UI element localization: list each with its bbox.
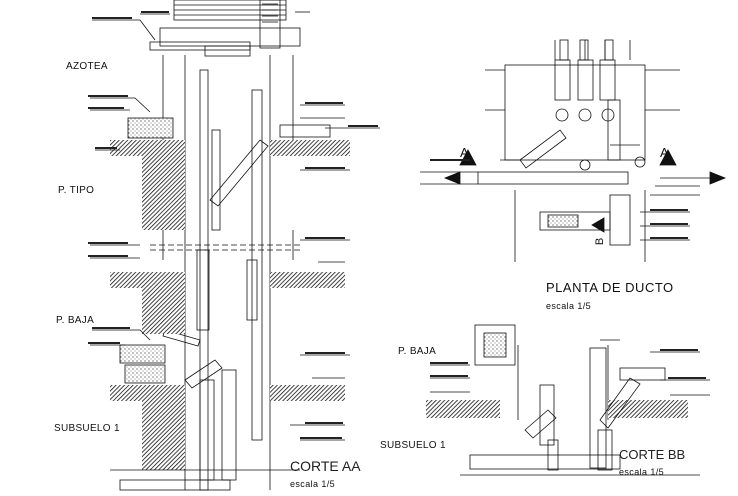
corte-aa-scale: escala 1/5 [290, 479, 336, 489]
bb-level-subsuelo: SUBSUELO 1 [380, 440, 446, 451]
plan-duct [420, 39, 727, 262]
annotation-marks [88, 11, 706, 439]
level-subsuelo: SUBSUELO 1 [54, 423, 120, 434]
planta-scale: escala 1/5 [546, 301, 592, 311]
level-p-baja: P. BAJA [56, 315, 95, 326]
section-aa [90, 0, 380, 491]
corte-aa-title: CORTE AA [290, 458, 361, 474]
corte-bb-scale: escala 1/5 [619, 467, 665, 477]
level-azotea: AZOTEA [66, 61, 108, 72]
cut-mark-right: A [660, 145, 669, 160]
roof-vent [159, 0, 301, 57]
level-p-tipo: P. TIPO [58, 185, 95, 196]
corte-bb-title: CORTE BB [619, 447, 686, 462]
cut-mark-left: A [460, 145, 469, 160]
planta-title: PLANTA DE DUCTO [546, 280, 674, 295]
section-bb [426, 324, 710, 476]
bb-level-p-baja: P. BAJA [398, 346, 437, 357]
cut-mark-bottom: B [594, 237, 607, 246]
